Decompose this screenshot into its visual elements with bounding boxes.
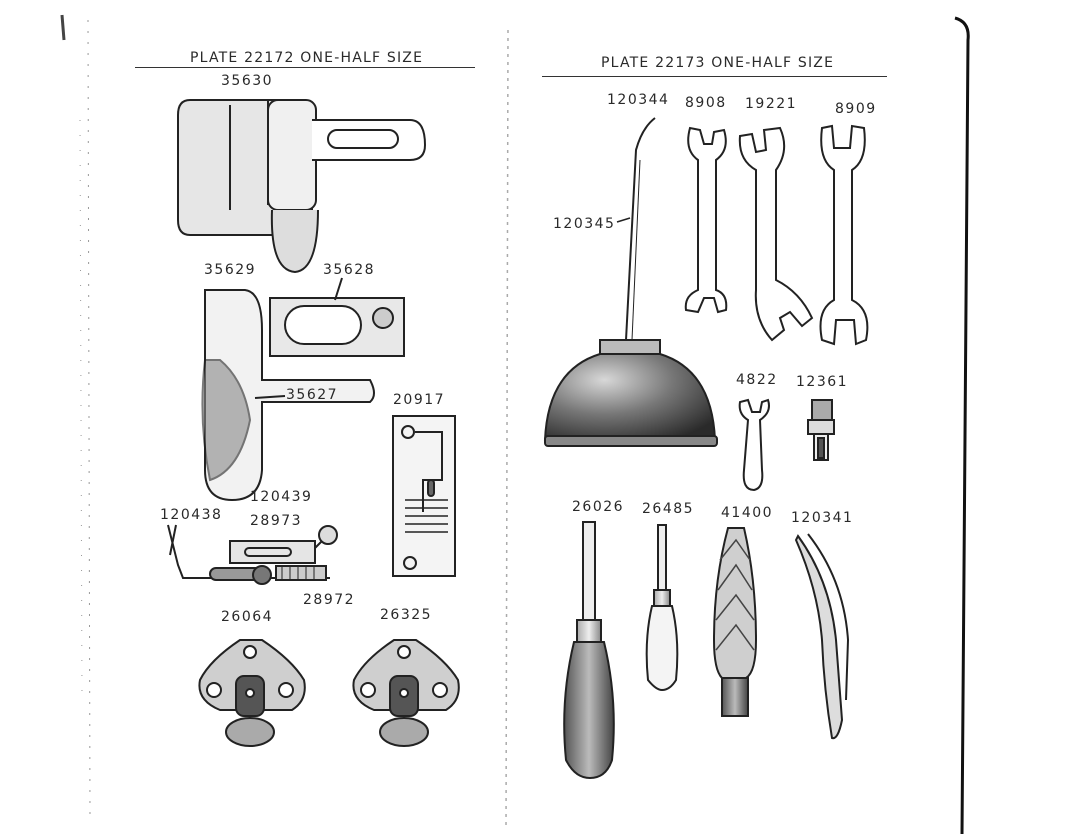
part-120344-oil-can-drawing xyxy=(543,117,718,447)
left-plate-rule xyxy=(135,67,475,68)
part-label-4822: 4822 xyxy=(736,372,778,388)
part-12361-drawing xyxy=(807,399,835,461)
page-edge-right xyxy=(954,16,970,834)
part-label-28973: 28973 xyxy=(250,513,303,529)
right-plate-title: PLATE 22173 ONE-HALF SIZE xyxy=(601,55,835,71)
part-label-120438: 120438 xyxy=(160,507,223,523)
part-4822-wrench-drawing xyxy=(738,398,770,492)
part-label-12361: 12361 xyxy=(796,374,849,390)
part-label-120345: 120345 xyxy=(553,216,616,232)
part-label-8909: 8909 xyxy=(835,101,877,117)
part-label-120341: 120341 xyxy=(791,510,854,526)
part-41400-drawing xyxy=(712,527,758,717)
part-35629-drawing xyxy=(201,277,405,502)
part-label-26485: 26485 xyxy=(642,501,695,517)
left-plate-title: PLATE 22172 ONE-HALF SIZE xyxy=(190,50,424,66)
part-26026-screwdriver-drawing xyxy=(563,521,615,780)
part-label-35629: 35629 xyxy=(204,262,257,278)
part-label-35628: 35628 xyxy=(323,262,376,278)
part-label-120439: 120439 xyxy=(250,489,313,505)
part-35630-drawing xyxy=(177,99,427,274)
part-26325-drawing xyxy=(352,639,460,747)
part-8908-wrench-drawing xyxy=(684,126,728,314)
part-label-120344: 120344 xyxy=(607,92,670,108)
gutter-line xyxy=(505,29,509,831)
scan-edge-left xyxy=(60,14,91,821)
part-20917-drawing xyxy=(392,415,456,577)
part-8909-wrench-drawing xyxy=(819,124,869,346)
part-label-41400: 41400 xyxy=(721,505,774,521)
part-label-35627: 35627 xyxy=(286,387,339,403)
part-label-19221: 19221 xyxy=(745,96,798,112)
part-label-26064: 26064 xyxy=(221,609,274,625)
right-plate-rule xyxy=(542,76,887,77)
part-label-20917: 20917 xyxy=(393,392,446,408)
part-label-26026: 26026 xyxy=(572,499,625,515)
part-26485-screwdriver-drawing xyxy=(645,524,679,692)
part-label-35630: 35630 xyxy=(221,73,274,89)
part-120438-drawing xyxy=(167,524,338,585)
part-label-8908: 8908 xyxy=(685,95,727,111)
part-19221-wrench-drawing xyxy=(738,126,814,342)
part-120341-tweezers-drawing xyxy=(794,533,850,740)
part-26064-drawing xyxy=(198,639,306,747)
part-label-26325: 26325 xyxy=(380,607,433,623)
part-label-28972: 28972 xyxy=(303,592,356,608)
